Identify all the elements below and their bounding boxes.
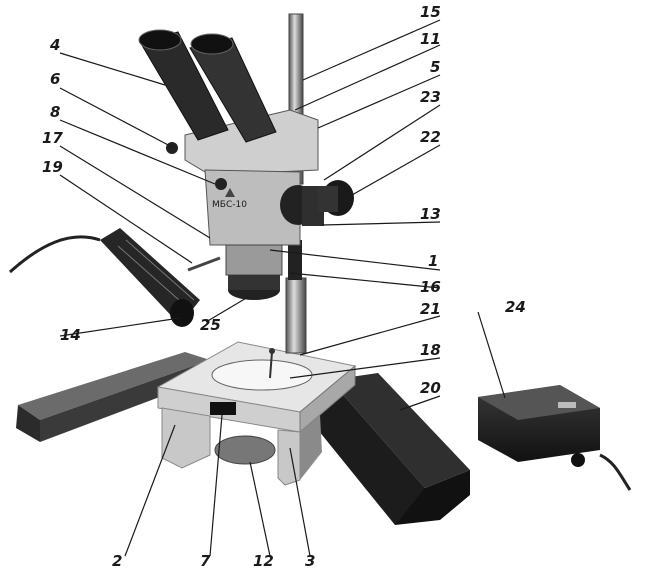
- label-25: 25: [200, 316, 221, 334]
- lower-pillar: [285, 277, 307, 354]
- label-12: 12: [253, 552, 274, 570]
- label-2: 2: [112, 552, 122, 570]
- label-24: 24: [505, 298, 526, 316]
- label-19: 19: [42, 158, 63, 176]
- label-16: 16: [420, 278, 441, 296]
- part-labels: 4 6 8 17 19 15 11 5 23 22 13 1 16 21 18 …: [42, 3, 526, 570]
- label-13: 13: [420, 205, 441, 223]
- right-arm-rest: [310, 373, 470, 525]
- lock-screw: [215, 178, 227, 190]
- label-17: 17: [42, 129, 63, 147]
- device-model-text: МБС-10: [212, 200, 247, 210]
- microscope-body: МБС-10: [166, 109, 319, 300]
- label-5: 5: [430, 58, 440, 76]
- power-supply-box: [478, 385, 632, 491]
- label-11: 11: [420, 30, 441, 48]
- label-22: 22: [420, 128, 441, 146]
- label-14: 14: [60, 326, 81, 344]
- label-21: 21: [420, 300, 441, 318]
- illuminator: [8, 228, 221, 327]
- label-7: 7: [200, 552, 211, 570]
- lower-mirror: [214, 435, 276, 465]
- label-18: 18: [420, 341, 441, 359]
- label-4: 4: [49, 36, 60, 54]
- label-3: 3: [305, 552, 315, 570]
- leader-lines: [59, 19, 506, 557]
- left-arm-rest: [16, 352, 210, 442]
- label-8: 8: [50, 103, 60, 121]
- focus-knobs: [280, 180, 354, 226]
- stage-plate: [211, 359, 313, 391]
- objective-housing: [225, 244, 283, 276]
- label-20: 20: [420, 379, 441, 397]
- label-15: 15: [420, 3, 441, 21]
- label-23: 23: [420, 88, 441, 106]
- label-1: 1: [428, 252, 438, 270]
- eyepieces: [138, 29, 277, 143]
- label-6: 6: [50, 70, 60, 88]
- diopter-knob: [166, 142, 178, 154]
- stage-clip: [269, 348, 275, 354]
- base-switch: [210, 402, 236, 415]
